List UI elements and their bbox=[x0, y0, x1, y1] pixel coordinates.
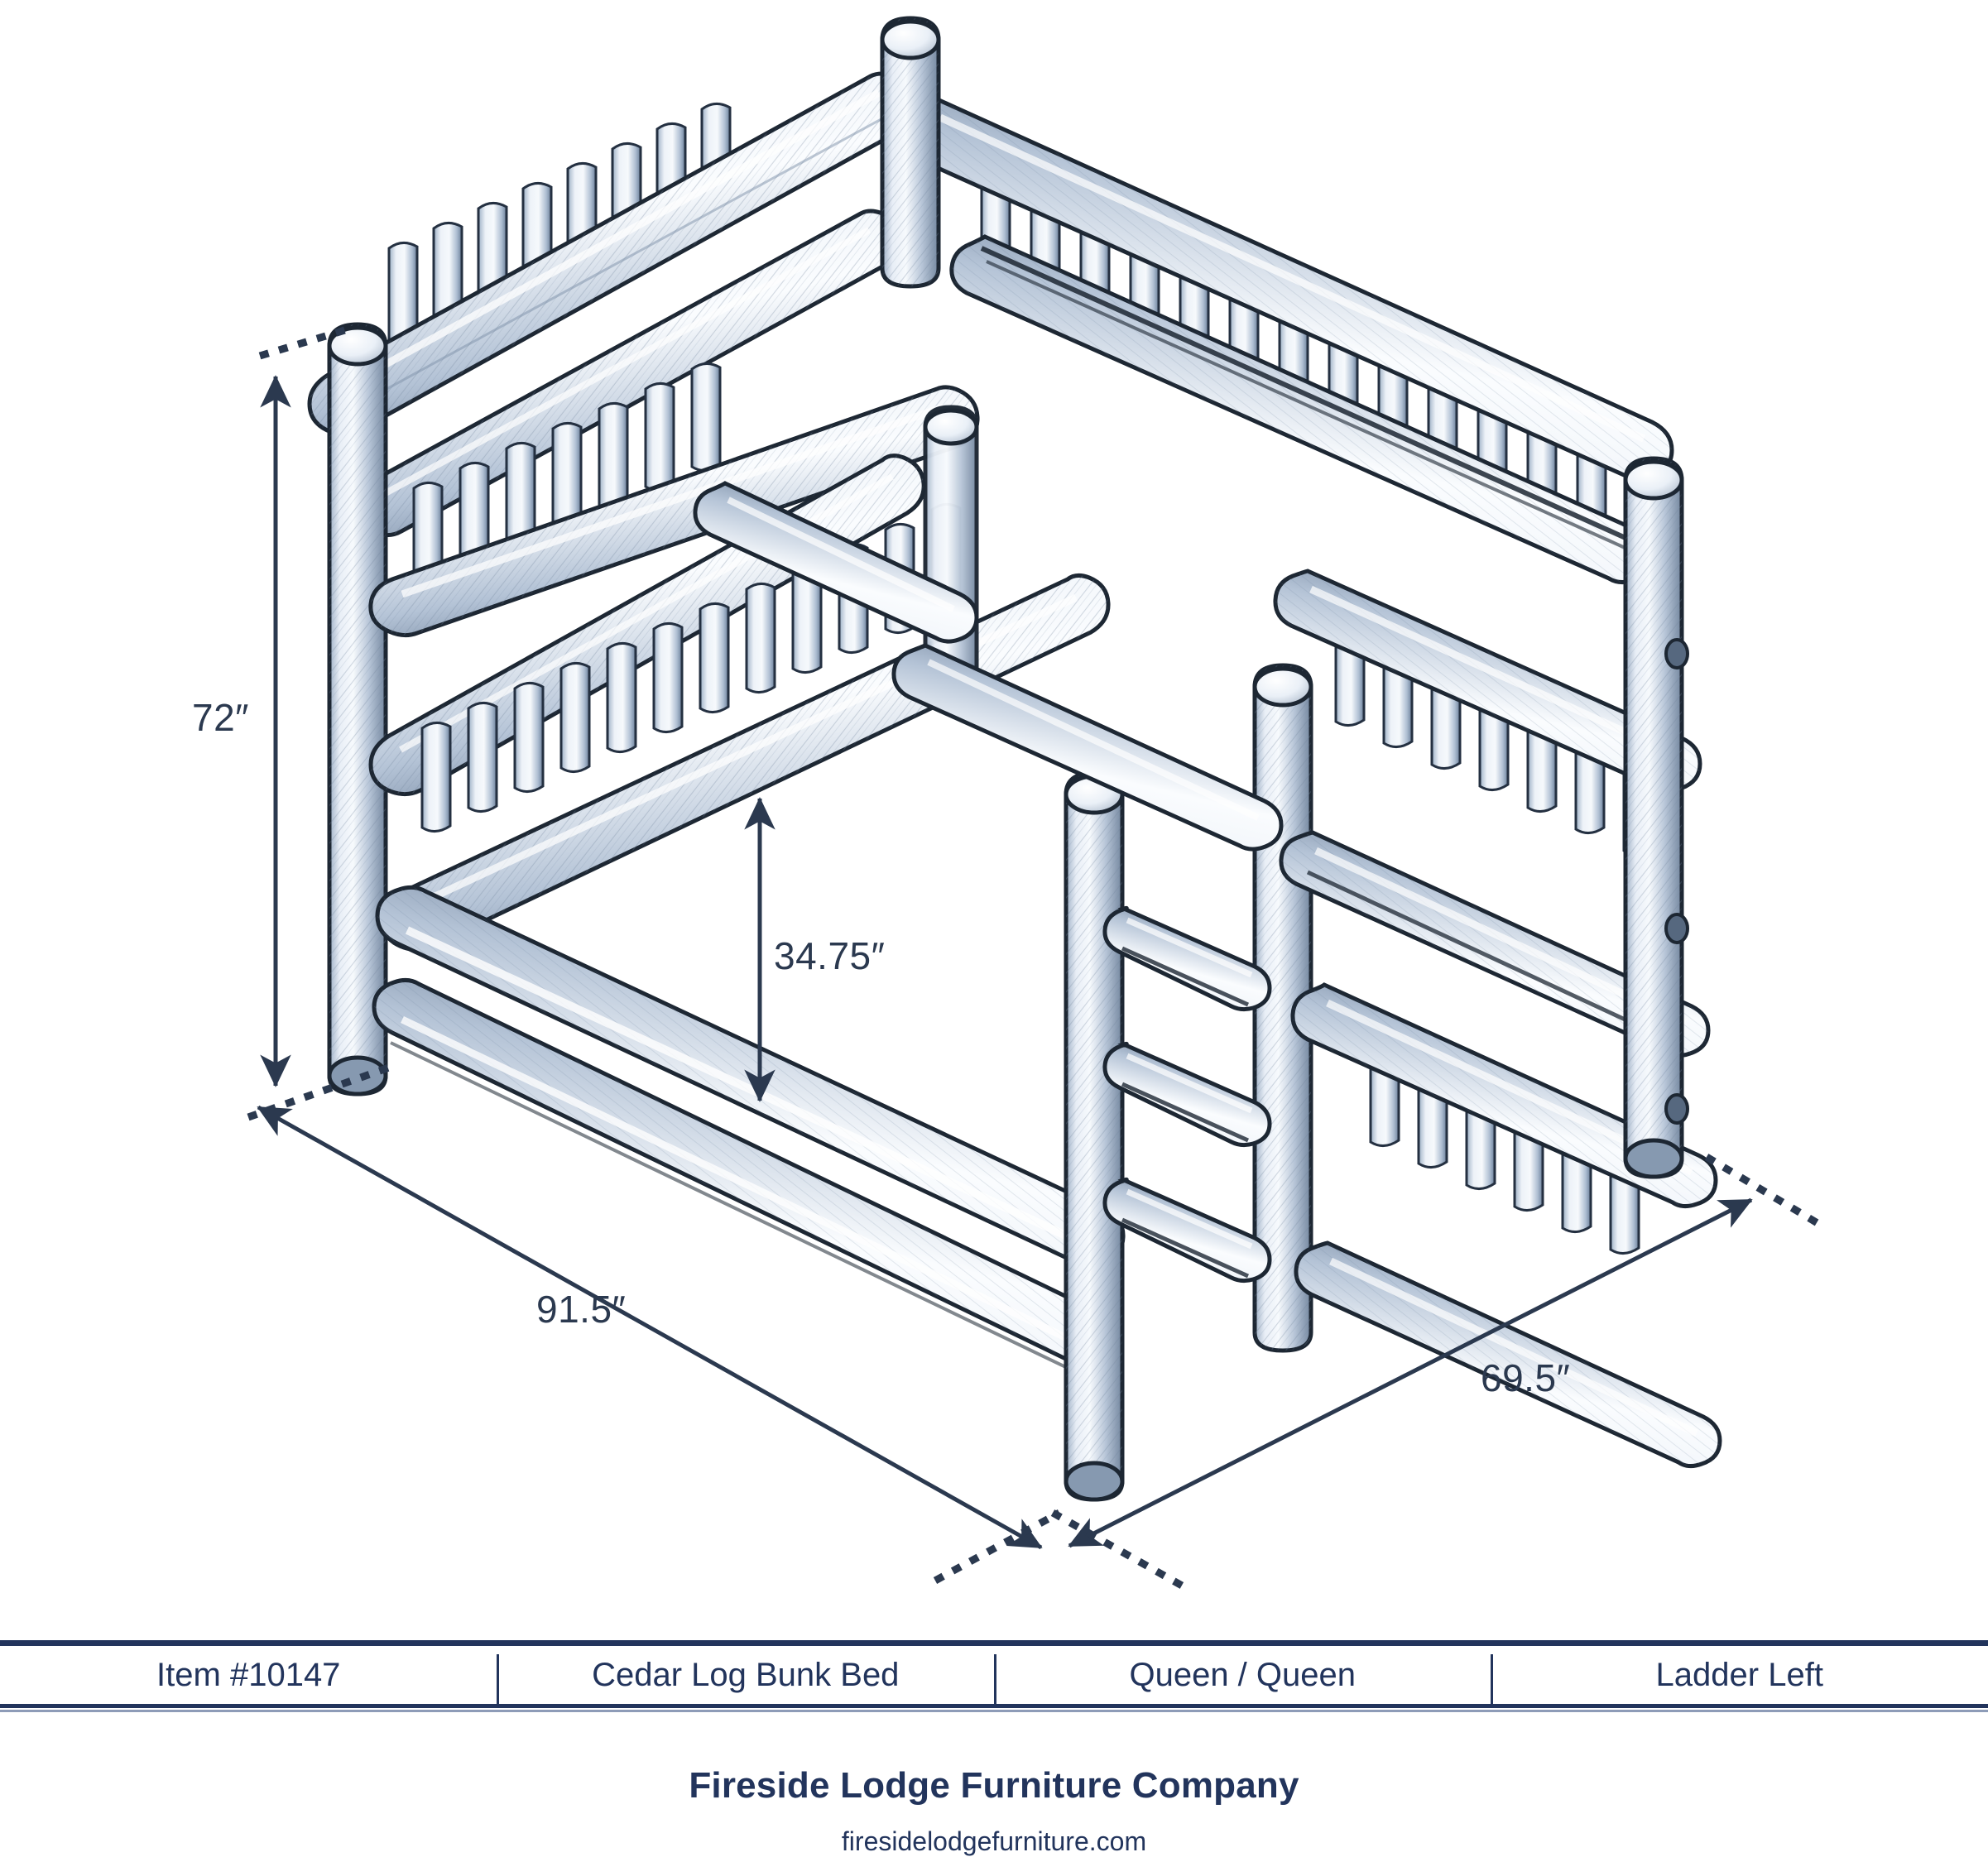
footer-rule-bottom bbox=[0, 1704, 1988, 1708]
dimension-label-width: 69.5″ bbox=[1481, 1356, 1570, 1400]
post-center-mid bbox=[925, 407, 977, 689]
spec-divider bbox=[1491, 1654, 1493, 1704]
post-left-front bbox=[329, 324, 386, 1094]
product-drawing bbox=[0, 0, 1988, 1614]
footer-rule-top bbox=[0, 1640, 1988, 1646]
post-back-corner bbox=[882, 18, 939, 286]
spec-cell-product-name: Cedar Log Bunk Bed bbox=[497, 1658, 995, 1691]
brand-url[interactable]: firesidelodgefurniture.com bbox=[0, 1826, 1988, 1857]
spec-cell-size: Queen / Queen bbox=[994, 1658, 1491, 1691]
dim-line-width bbox=[1069, 1200, 1751, 1546]
spec-footer: Item #10147 Cedar Log Bunk Bed Queen / Q… bbox=[0, 1640, 1988, 1857]
spec-cell-item-number: Item #10147 bbox=[0, 1658, 497, 1691]
spec-divider bbox=[497, 1654, 499, 1704]
ladder-rungs bbox=[1105, 908, 1270, 1280]
bunk-bed-illustration bbox=[0, 0, 1988, 1614]
rail-right-lower-bottom bbox=[1296, 1243, 1720, 1466]
dimension-label-clearance: 34.75″ bbox=[774, 933, 885, 978]
brand-block: Fireside Lodge Furniture Company firesid… bbox=[0, 1765, 1988, 1857]
post-center-front bbox=[1066, 773, 1122, 1500]
brand-name: Fireside Lodge Furniture Company bbox=[0, 1765, 1988, 1807]
footer-rule-bottom-accent bbox=[0, 1710, 1988, 1712]
post-right-corner bbox=[1625, 458, 1688, 1177]
dimension-label-height: 72″ bbox=[192, 695, 249, 740]
dimension-label-length: 91.5″ bbox=[536, 1287, 626, 1332]
spec-row: Item #10147 Cedar Log Bunk Bed Queen / Q… bbox=[0, 1646, 1988, 1704]
spec-divider bbox=[994, 1654, 996, 1704]
spec-cell-ladder-position: Ladder Left bbox=[1491, 1658, 1988, 1691]
